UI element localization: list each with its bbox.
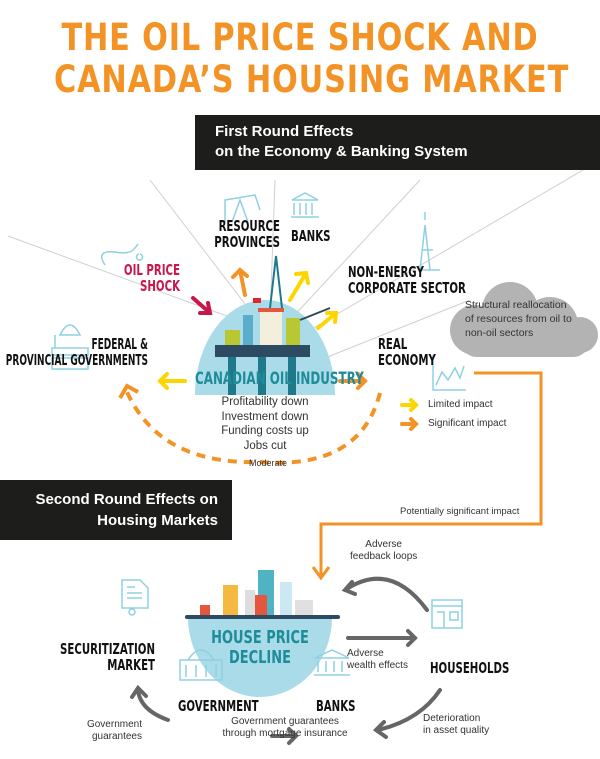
housing-dome [188,617,332,697]
second-round-arrows [130,576,442,745]
potential-impact-line [319,371,543,575]
moderate-arc [125,391,382,465]
pumpjack-icon [224,194,261,223]
oil-drop-icon [100,243,144,266]
capitol-icon-2 [179,649,223,681]
bank-icon [291,192,319,218]
capitol-icon [51,324,89,370]
canadian-oil-industry-label: CANADIAN OIL INDUSTRY [195,369,364,389]
title-line-1: THE OIL PRICE SHOCK AND [61,16,539,59]
limited-impact-arrows [157,270,419,412]
significant-impact-arrows [231,267,419,431]
first-round-header: First Round Effects on the Economy & Ban… [195,115,600,170]
oil-derrick-icon [419,212,440,271]
legend-significant-impact: Significant impact [428,418,507,429]
moderate-label: Moderate [249,458,288,468]
node-government: GOVERNMENT [178,697,259,715]
chart-icon [432,355,466,391]
potential-impact-label: Potentially significant impact [400,506,520,517]
document-icon [121,579,149,616]
legend-limited-impact: Limited impact [428,399,493,410]
bank-icon-2 [314,649,350,676]
node-households: HOUSEHOLDS [430,659,510,677]
node-banks-2: BANKS [316,697,356,715]
oil-platform-icon [215,255,331,395]
cloud-shape [450,282,598,357]
title-line-2: CANADA’S HOUSING MARKET [54,58,570,101]
oil-shock-arrow [191,296,213,315]
node-federal-provincial-governments: FEDERAL &PROVINCIAL GOVERNMENTS [5,335,148,369]
first-round-header-line-2: on the Economy & Banking System [215,143,468,160]
node-banks: BANKS [291,227,331,245]
storefront-icon [431,599,463,629]
first-round-header-line-1: First Round Effects [215,123,354,140]
city-icon [200,570,313,615]
